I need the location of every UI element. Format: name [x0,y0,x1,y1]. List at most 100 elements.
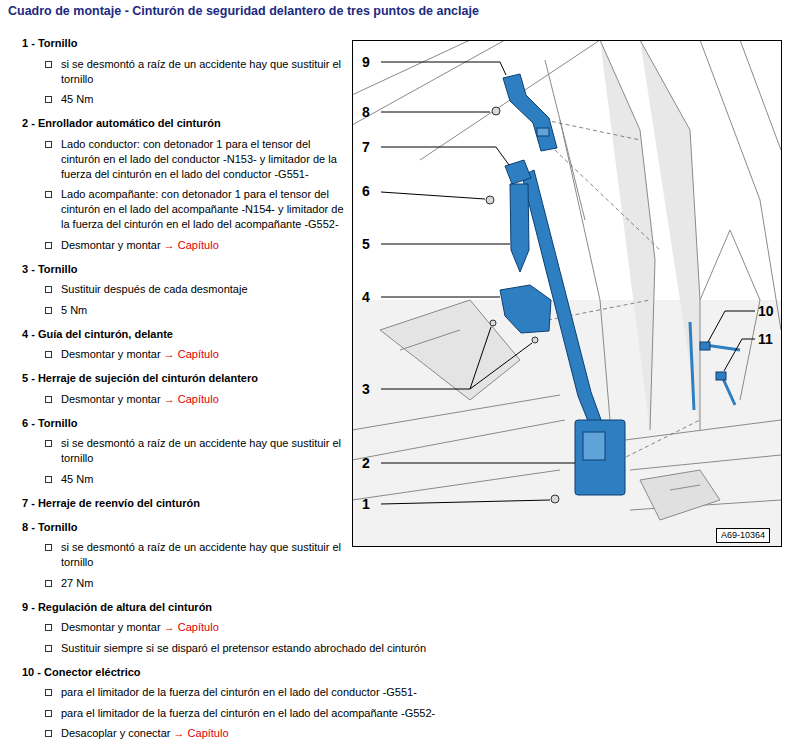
leader-line [724,339,755,371]
leader-line [381,192,485,199]
callout-number: 7 [362,139,370,155]
callout-number: 6 [362,183,370,199]
bullet-text: Lado acompañante: con detonador 1 para e… [61,188,344,230]
bullet-text: 5 Nm [61,304,87,316]
bullet-text: Desmontar y montar [61,621,161,633]
belt-retractor [575,420,625,495]
bullet-line: Lado conductor: con detonador 1 para el … [45,137,346,182]
bullet-square [45,351,52,358]
screw [551,495,559,503]
bullet-text: Sustituir después de cada desmontaje [61,283,248,295]
bullet-line: si se desmontó a raíz de un accidente ha… [45,540,346,570]
bullet-square [45,476,52,483]
belt-guide [500,285,551,333]
bullet-line: Sustituir después de cada desmontaje [45,282,346,297]
part-heading: 4 - Guía del cinturón, delante [22,327,793,342]
callout-number: 8 [362,104,370,120]
bullet-line: 45 Nm [45,92,346,107]
bullet-line: si se desmontó a raíz de un accidente ha… [45,436,346,466]
retractor-detail [583,432,605,460]
leader-line [381,327,532,389]
bullet-line: Desmontar y montar → Capítulo [45,392,346,407]
bullet-text: si se desmontó a raíz de un accidente ha… [61,437,341,464]
bullet-text: 45 Nm [61,93,93,105]
bullet-line: Lado acompañante: con detonador 1 para e… [45,187,346,232]
bullet-line: para el limitador de la fuerza del cintu… [45,706,761,721]
chapter-link: → Capítulo [164,621,219,633]
callout-number: 9 [362,54,370,70]
leader-line [381,297,500,298]
belt-bracket [510,184,529,272]
figure-code-box: A69-10364 [716,528,770,543]
leader-line [381,62,506,75]
bullet-line: 45 Nm [45,472,346,487]
bullet-text: si se desmontó a raíz de un accidente ha… [61,541,341,568]
leader-line [381,463,575,464]
leader-line [381,500,550,504]
screw [490,320,496,326]
callout-number: 10 [758,303,774,319]
bullet-text: Sustituir siempre si se disparó el prete… [61,642,426,654]
leader-line [381,147,509,165]
connector [700,342,710,350]
connector-wire [690,322,740,410]
bullet-square [45,141,52,148]
connector [716,372,726,380]
assembly-dash-line [545,120,700,460]
bullet-text: 45 Nm [61,473,93,485]
seat-belt-parts [500,74,740,495]
bullet-square [45,61,52,68]
figure-code: A69-10364 [721,530,765,540]
bullet-square [45,396,52,403]
screw [492,107,500,115]
part-heading: 8 - Tornillo [22,520,793,535]
callout-number: 11 [758,331,773,347]
screw [532,337,538,343]
window-frame [700,41,781,330]
bullet-square [45,710,52,717]
chapter-link: → Capítulo [164,393,219,405]
bullet-line: si se desmontó a raíz de un accidente ha… [45,57,346,87]
bullet-square [45,242,52,249]
part-heading: 3 - Tornillo [22,262,793,277]
bullet-square [45,624,52,631]
floor-sill [353,395,781,510]
bullet-square [45,440,52,447]
callout-number: 1 [362,496,370,512]
page-title: Cuadro de montaje - Cinturón de segurida… [8,4,479,18]
bullet-square [45,96,52,103]
bullet-square [45,580,52,587]
floor-detail [640,470,720,520]
assembly-dashes [545,120,700,460]
bullet-text: Desmontar y montar [61,348,161,360]
bullet-line: 27 Nm [45,576,346,591]
leader-line [381,112,490,113]
part-heading: 2 - Enrollador automático del cinturón [22,116,793,131]
bullet-text: Desmontar y montar [61,393,161,405]
part-heading: 5 - Herraje de sujeción del cinturón del… [22,371,793,386]
height-adjuster [503,74,557,151]
bullet-text: Desmontar y montar [61,239,161,251]
bullet-text: para el limitador de la fuerza del cintu… [61,686,417,698]
leader-lines [381,62,755,504]
leader-line [381,244,510,245]
chapter-link: → Capítulo [164,348,219,360]
callout-number: 4 [362,289,370,305]
bullet-line: Desacoplar y conectar → Capítulo [45,726,761,741]
bullet-line: para el limitador de la fuerza del cintu… [45,685,761,700]
bullet-line: Desmontar y montar → Capítulo [45,620,346,635]
chapter-link: → Capítulo [164,239,219,251]
callout-number: 5 [362,236,370,252]
car-body [353,41,781,546]
bullet-text: 27 Nm [61,577,93,589]
bullet-square [45,689,52,696]
bullet-text: Desacoplar y conectar [61,727,170,739]
bullet-line: Sustituir siempre si se disparó el prete… [45,641,761,656]
chapter-link: → Capítulo [174,727,229,739]
bullet-square [45,645,52,652]
part-heading: 10 - Conector eléctrico [22,665,793,680]
height-adjuster-detail [537,128,549,136]
screws [486,107,559,503]
part-heading: 6 - Tornillo [22,416,793,431]
